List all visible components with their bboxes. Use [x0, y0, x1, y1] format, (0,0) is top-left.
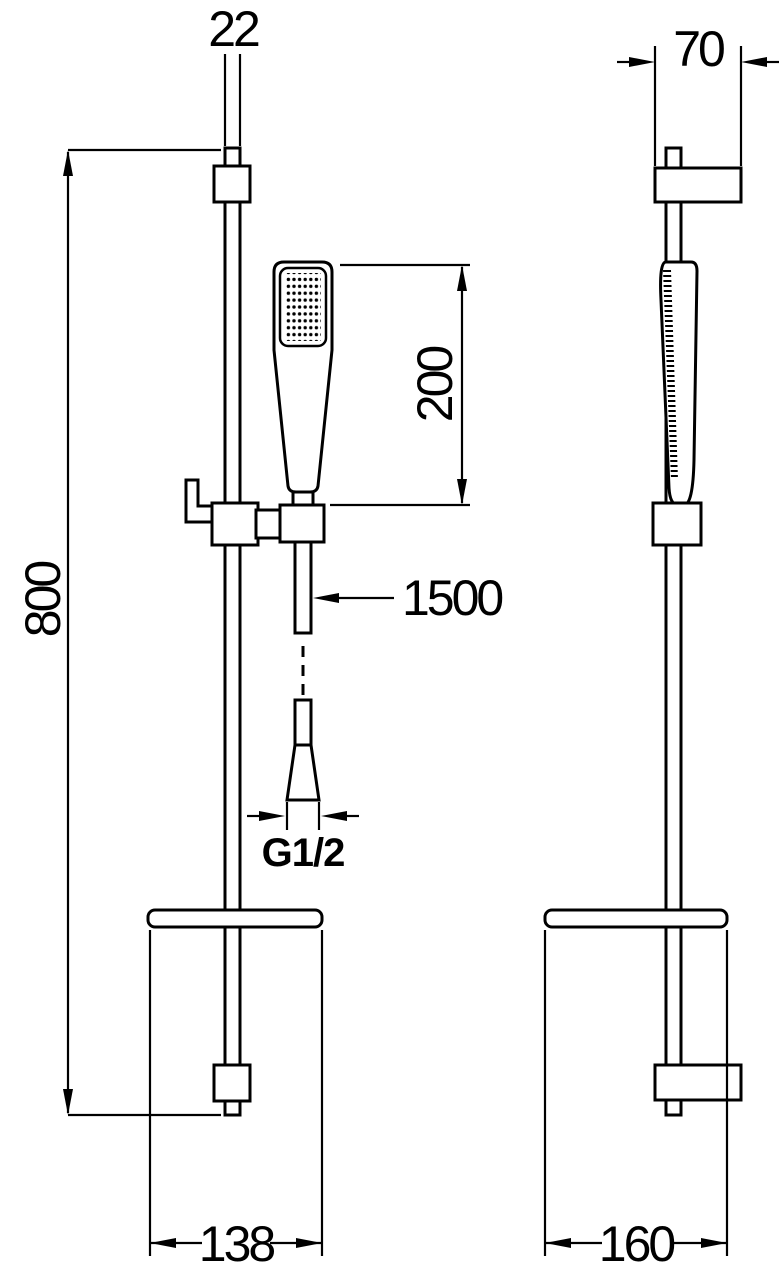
front-view	[146, 146, 334, 1117]
side-top-bracket	[653, 166, 743, 204]
dim-label-g12: G1/2	[262, 831, 345, 875]
hose-lower-segment	[293, 698, 313, 747]
side-handshower	[659, 260, 699, 507]
dim-side-width: 160	[543, 930, 729, 1272]
arrowhead	[259, 811, 285, 821]
dim-hose-length: 1500	[313, 570, 505, 626]
dim-label-800: 800	[15, 562, 71, 638]
arrowhead	[457, 265, 467, 291]
arrowhead	[457, 479, 467, 505]
dim-front-width: 138	[148, 930, 324, 1272]
dim-label-138: 138	[199, 1216, 275, 1272]
dimensions: 22 70 800 200	[15, 1, 779, 1272]
side-view	[543, 146, 743, 1117]
arrowhead	[63, 1089, 73, 1115]
front-handshower	[272, 260, 334, 508]
handshower-holder-cup	[278, 503, 326, 544]
dim-label-70: 70	[673, 21, 724, 77]
slider-lock-lever	[184, 478, 214, 524]
front-top-bracket	[212, 164, 252, 204]
front-soap-dish	[146, 908, 324, 929]
arrowhead	[321, 811, 347, 821]
side-spray-face-hatching	[663, 270, 678, 480]
side-slider-holder	[651, 501, 703, 547]
dim-label-1500: 1500	[402, 570, 502, 626]
dim-rail-diameter: 22	[208, 1, 262, 146]
dim-connector-thread: G1/2	[247, 802, 359, 875]
dim-handshower-length: 200	[330, 263, 470, 507]
arrowhead	[629, 57, 655, 67]
arrowhead	[313, 593, 339, 603]
dim-label-160: 160	[599, 1216, 675, 1272]
front-rail	[223, 146, 242, 1117]
dim-bracket-depth: 70	[617, 21, 779, 166]
side-soap-dish	[543, 908, 729, 929]
front-slider-holder	[210, 501, 260, 547]
holder-arm	[254, 508, 284, 540]
arrowhead	[150, 1238, 176, 1248]
arrowhead	[63, 150, 73, 176]
arrowhead	[741, 57, 767, 67]
front-bottom-bracket	[212, 1063, 252, 1103]
hose-connector-nut	[285, 743, 321, 802]
dim-label-200: 200	[407, 347, 463, 423]
hose-upper-segment	[293, 540, 313, 635]
arrowhead	[545, 1238, 571, 1248]
arrowhead	[701, 1238, 727, 1248]
arrowhead	[296, 1238, 322, 1248]
dim-rail-height: 800	[15, 148, 221, 1117]
dim-label-22: 22	[208, 1, 259, 57]
spray-nozzles	[285, 273, 321, 341]
